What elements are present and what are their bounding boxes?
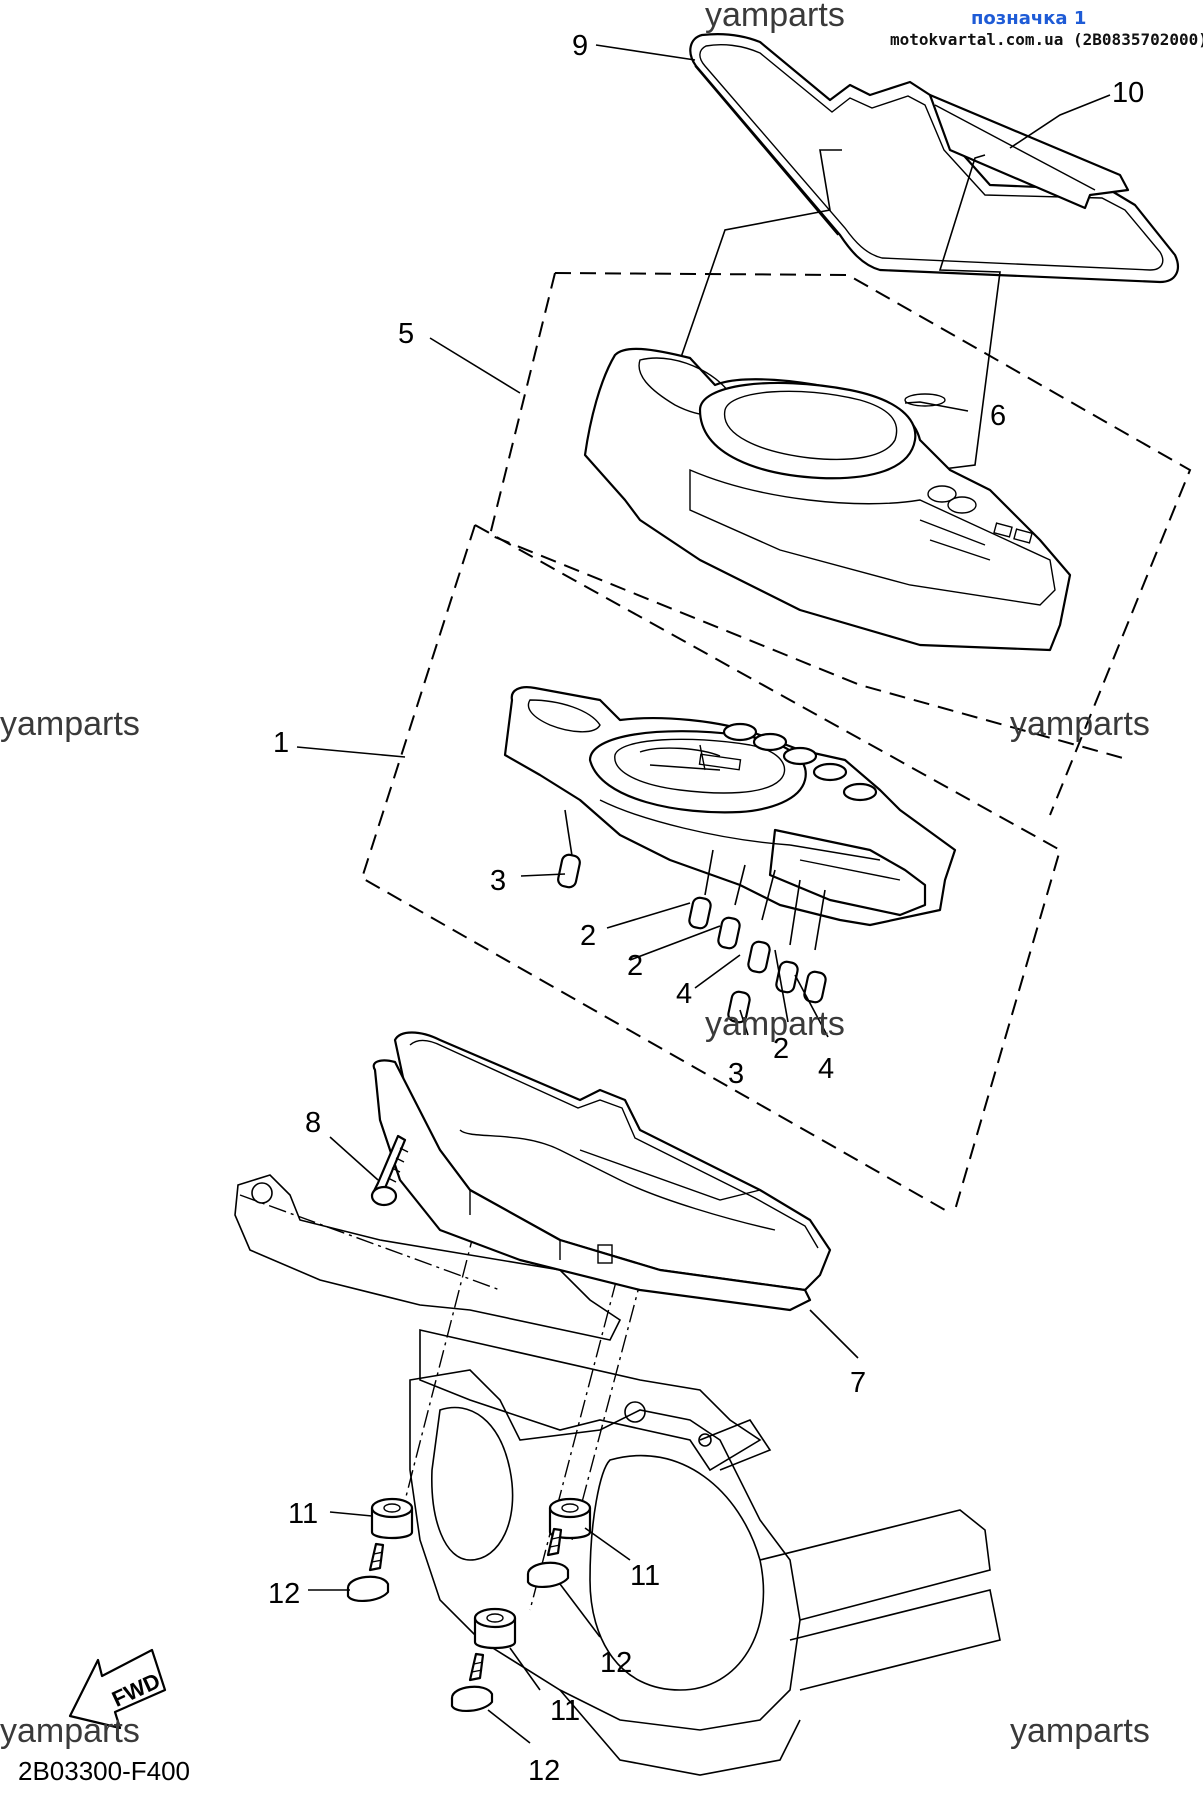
cover-gasket-part-9 xyxy=(689,33,1179,284)
callout-numbers: 9 10 5 6 1 3 2 2 4 3 2 4 8 7 11 12 11 12… xyxy=(268,30,1144,1787)
lower-housing-part-7 xyxy=(372,1031,832,1312)
callout-12: 12 xyxy=(600,1647,632,1679)
screw-part-8 xyxy=(370,1134,409,1207)
callout-2: 2 xyxy=(773,1033,789,1065)
callout-9: 9 xyxy=(572,30,588,62)
callout-2: 2 xyxy=(627,950,643,982)
callout-2: 2 xyxy=(580,920,596,952)
diagram-code: 2B03300-F400 xyxy=(18,1756,190,1786)
callout-12: 12 xyxy=(268,1578,300,1610)
callout-leaders xyxy=(296,44,1111,1744)
watermark: yamparts xyxy=(705,0,845,34)
callout-3: 3 xyxy=(728,1058,744,1090)
callout-8: 8 xyxy=(305,1107,321,1139)
header-source: motokvartal.com.ua (2B0835702000) xyxy=(890,30,1203,49)
callout-7: 7 xyxy=(850,1367,866,1399)
dashed-group-outlines xyxy=(360,272,1192,1211)
watermark: yamparts xyxy=(0,705,140,743)
watermark: yamparts xyxy=(1010,1712,1150,1750)
watermark: yamparts xyxy=(1010,705,1150,743)
cover-strip-part-10 xyxy=(928,93,1130,210)
callout-3: 3 xyxy=(490,865,506,897)
callout-1: 1 xyxy=(273,727,289,759)
meter-case-part-5 xyxy=(583,347,1072,652)
bolts-part-12 xyxy=(346,1527,570,1712)
grommets-part-11 xyxy=(370,1497,592,1650)
watermarks: yamparts yamparts yamparts yamparts yamp… xyxy=(0,0,1150,1750)
callout-11: 11 xyxy=(288,1498,318,1530)
callout-5: 5 xyxy=(398,318,414,350)
watermark: yamparts xyxy=(0,1712,140,1750)
callout-4: 4 xyxy=(818,1053,834,1085)
callout-6: 6 xyxy=(990,400,1006,432)
callout-11: 11 xyxy=(550,1695,580,1727)
header: позначка 1 motokvartal.com.ua (2B0835702… xyxy=(890,8,1203,49)
watermark: yamparts xyxy=(705,1005,845,1043)
callout-11: 11 xyxy=(630,1560,660,1592)
callout-10: 10 xyxy=(1112,77,1144,109)
forward-direction-arrow-icon: FWD xyxy=(68,1648,167,1730)
header-link[interactable]: позначка 1 xyxy=(971,8,1086,29)
callout-4: 4 xyxy=(676,978,692,1010)
callout-12: 12 xyxy=(528,1755,560,1787)
frame-body xyxy=(409,1369,1001,1776)
meter-assembly-part-1 xyxy=(503,686,957,927)
